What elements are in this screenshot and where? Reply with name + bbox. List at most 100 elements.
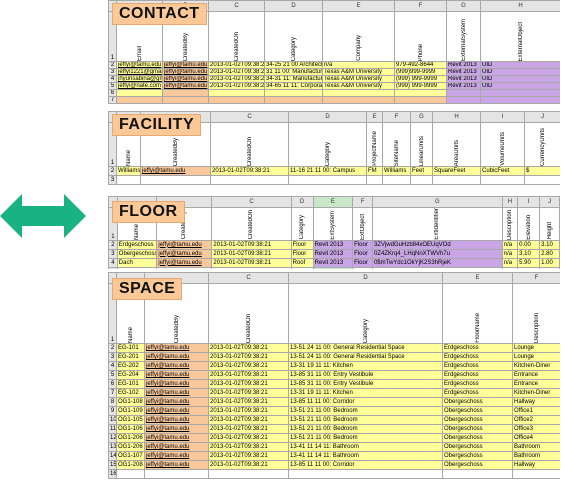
table-cell[interactable]: jeffyi@tamu.edu	[144, 361, 209, 371]
table-cell[interactable]: 2013-01-02T09:38:21	[208, 415, 289, 425]
table-cell[interactable]	[442, 469, 513, 479]
table-cell[interactable]	[210, 175, 289, 185]
table-cell[interactable]: Obergeschoss	[442, 433, 513, 443]
table-cell[interactable]	[312, 266, 354, 269]
table-cell[interactable]: jeffyi@tamu.edu	[162, 68, 209, 76]
table-cell[interactable]: 5.90	[517, 257, 541, 268]
row-number[interactable]: 7	[108, 96, 117, 104]
column-letter[interactable]: D	[288, 111, 367, 123]
table-cell[interactable]: Bathroom	[512, 442, 560, 452]
table-cell[interactable]	[394, 89, 447, 97]
table-cell[interactable]: Roof	[290, 257, 314, 268]
table-cell[interactable]: EG-101	[116, 343, 145, 353]
table-cell[interactable]: Texas A&M University	[322, 75, 395, 83]
table-cell[interactable]: 13-31 19 11 11: Kitchen	[288, 361, 443, 371]
header-cell[interactable]: CreatedOn	[246, 136, 253, 166]
table-cell[interactable]	[162, 89, 209, 97]
table-cell[interactable]: jeffyi@nate.com	[116, 82, 163, 90]
table-cell[interactable]	[539, 266, 560, 269]
header-cell[interactable]: Category	[324, 141, 331, 166]
table-cell[interactable]: 2013-01-02T09:38:21	[208, 61, 265, 69]
table-cell[interactable]: FM	[366, 166, 383, 176]
table-cell[interactable]: Dach	[116, 257, 158, 268]
table-cell[interactable]: 2013-01-02T09:38:21	[208, 68, 265, 76]
table-cell[interactable]: jeffyi@tamu.edu	[144, 424, 209, 434]
table-cell[interactable]: Obergeschoss	[442, 424, 513, 434]
table-cell[interactable]: Office1	[512, 406, 560, 416]
header-cell[interactable]: CreatedOn	[233, 31, 240, 61]
table-cell[interactable]: jeffyi@tamu.edu	[156, 248, 213, 259]
table-cell[interactable]: Floor	[352, 257, 373, 268]
column-letter[interactable]: H	[432, 111, 481, 123]
table-cell[interactable]	[162, 96, 209, 104]
column-letter[interactable]: G	[410, 111, 433, 123]
row-number[interactable]: 13	[108, 442, 117, 452]
table-cell[interactable]: (999) 999-9999	[394, 75, 447, 83]
table-cell[interactable]: OG1-105	[116, 415, 145, 425]
table-cell[interactable]: OG1-107	[116, 451, 145, 461]
table-cell[interactable]: 2013-01-02T09:38:21	[208, 433, 289, 443]
table-cell[interactable]	[211, 266, 292, 269]
table-cell[interactable]: Bathroom	[512, 451, 560, 461]
row-number[interactable]: 2	[108, 239, 118, 250]
table-cell[interactable]: OG1-108	[116, 397, 145, 407]
table-cell[interactable]: jeffyi@tamu.edu	[162, 61, 209, 69]
table-cell[interactable]: EG-101	[116, 379, 145, 389]
table-cell[interactable]: 34-25 21 00 Architect	[264, 61, 323, 69]
table-cell[interactable]: jeffyi@tamu.edu	[140, 166, 211, 176]
column-letter[interactable]: E	[312, 196, 354, 208]
header-cell[interactable]: Category	[290, 36, 297, 61]
header-cell[interactable]: ProjectName	[371, 131, 378, 166]
header-cell[interactable]: CreatedBy	[173, 314, 180, 343]
column-letter[interactable]: E	[366, 111, 383, 123]
table-cell[interactable]: 13-51 21 11 00: Bedroom	[288, 415, 443, 425]
table-cell[interactable]: Kitchen-Diner	[512, 361, 560, 371]
table-cell[interactable]: 2013-01-02T09:38:21	[208, 343, 289, 353]
table-cell[interactable]	[501, 266, 519, 269]
table-cell[interactable]: Entrance	[512, 379, 560, 389]
table-cell[interactable]: UID	[480, 68, 560, 76]
table-cell[interactable]: Williams	[382, 166, 411, 176]
table-cell[interactable]: Texas A&M University	[322, 68, 395, 76]
header-cell[interactable]: ExternalSystem	[460, 18, 467, 61]
table-cell[interactable]	[140, 175, 211, 185]
table-cell[interactable]: Williams	[116, 166, 141, 176]
table-cell[interactable]: Erdgeschoss	[442, 361, 513, 371]
column-letter[interactable]: C	[208, 0, 265, 12]
row-number[interactable]: 4	[108, 361, 117, 371]
table-cell[interactable]: CubicFeet	[480, 166, 525, 176]
header-cell[interactable]: Elevation	[525, 215, 532, 240]
table-cell[interactable]: 2013-01-02T09:38:21	[208, 352, 289, 362]
table-cell[interactable]: Erdgeschoss	[116, 239, 158, 250]
header-cell[interactable]: Name	[134, 223, 141, 240]
header-cell[interactable]: LinearUnits	[418, 135, 425, 166]
table-cell[interactable]: Erdgeschoss	[442, 352, 513, 362]
column-letter[interactable]: D	[288, 272, 443, 284]
row-number[interactable]: 2	[108, 343, 117, 353]
table-cell[interactable]: Obergeschoss	[442, 460, 513, 470]
table-cell[interactable]: 2013-01-02T09:38:21	[211, 257, 292, 268]
table-cell[interactable]: 2013-01-02T09:38:21	[211, 248, 292, 259]
table-cell[interactable]: jeffyi@tamu.edu	[144, 379, 209, 389]
column-letter[interactable]: H	[480, 0, 560, 12]
table-cell[interactable]	[208, 89, 265, 97]
table-cell[interactable]	[116, 89, 163, 97]
table-cell[interactable]: EG-102	[116, 388, 145, 398]
table-cell[interactable]	[156, 266, 213, 269]
table-cell[interactable]: 2013-01-02T09:38:21	[208, 379, 289, 389]
table-cell[interactable]: Kitchen-Diner	[512, 388, 560, 398]
row-number[interactable]: 6	[108, 379, 117, 389]
header-cell[interactable]: CreatedOn	[248, 210, 255, 240]
table-cell[interactable]: 34-31 11: Manufacturer	[264, 75, 323, 83]
column-letter[interactable]: C	[208, 272, 289, 284]
table-cell[interactable]	[480, 96, 560, 104]
header-cell[interactable]: Name	[127, 326, 134, 343]
table-cell[interactable]: 2013-01-02T09:38:21	[208, 82, 265, 90]
row-number[interactable]: 2	[108, 61, 117, 69]
row-number[interactable]: 3	[108, 248, 118, 259]
table-cell[interactable]: 2013-01-02T09:38:21	[208, 424, 289, 434]
table-cell[interactable]: Revit 2013	[446, 82, 481, 90]
table-cell[interactable]: n/a	[501, 239, 519, 250]
header-cell[interactable]: Company	[355, 35, 362, 61]
table-cell[interactable]: Erdgeschoss	[442, 379, 513, 389]
